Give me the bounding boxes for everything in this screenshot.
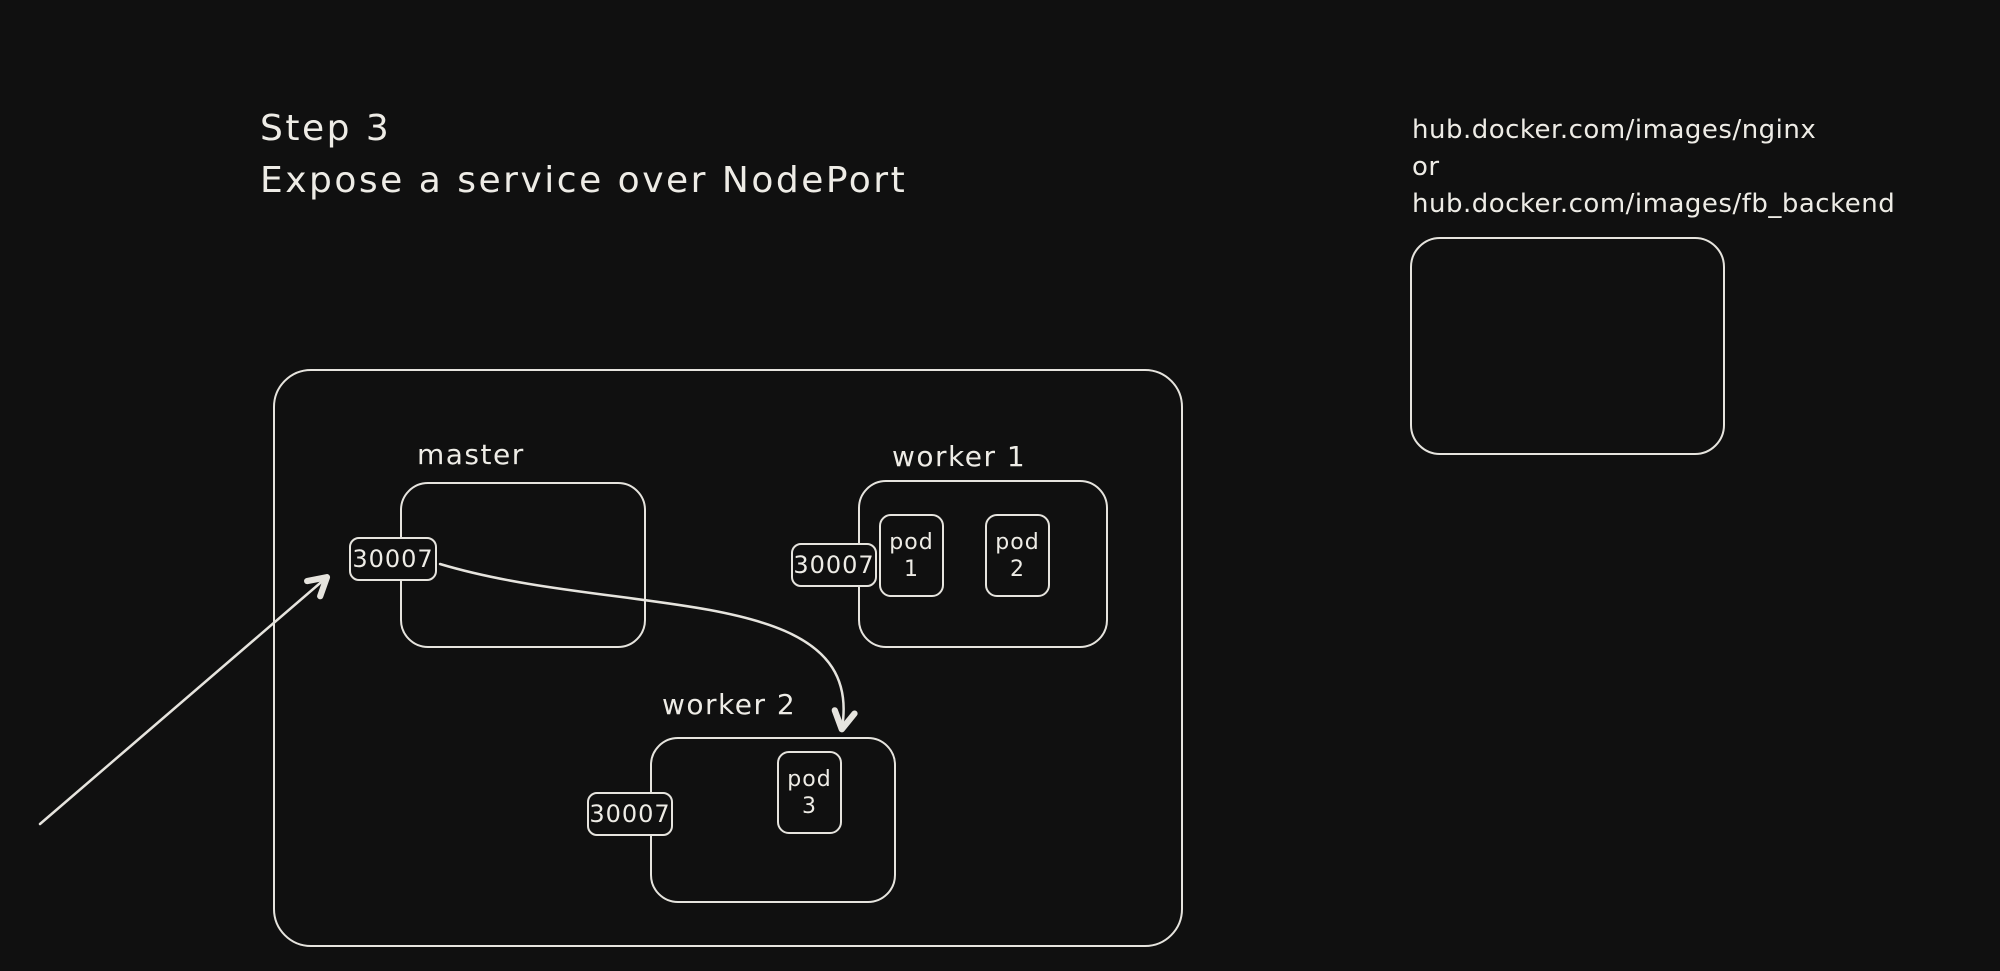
worker1-node-label[interactable]: worker 1 — [892, 440, 1027, 473]
worker2-port-badge[interactable]: 30007 — [587, 792, 673, 836]
pod-3[interactable]: pod 3 — [777, 751, 842, 834]
pod-2-label-line-2: 2 — [1010, 556, 1025, 582]
pod-3-label-line-1: pod — [787, 766, 832, 792]
empty-image-box[interactable] — [1410, 237, 1725, 455]
worker2-port-value: 30007 — [589, 800, 671, 828]
note-line-1: hub.docker.com/images/nginx — [1412, 115, 1817, 145]
pod-1-label-line-1: pod — [889, 529, 934, 555]
master-node-label[interactable]: master — [417, 438, 525, 471]
pod-1-label-line-2: 1 — [904, 556, 919, 582]
pod-1[interactable]: pod 1 — [879, 514, 944, 597]
worker1-port-badge[interactable]: 30007 — [791, 543, 877, 587]
title-line-1: Step 3 — [260, 108, 392, 149]
note-line-3: hub.docker.com/images/fb_backend — [1412, 189, 1896, 219]
worker1-port-value: 30007 — [793, 551, 875, 579]
master-port-badge[interactable]: 30007 — [349, 537, 437, 581]
docker-images-note[interactable]: hub.docker.com/images/nginx or hub.docke… — [1412, 112, 1895, 223]
worker2-node-label[interactable]: worker 2 — [662, 688, 797, 721]
title-line-2: Expose a service over NodePort — [260, 160, 908, 201]
master-port-value: 30007 — [352, 545, 434, 573]
diagram-title[interactable]: Step 3 Expose a service over NodePort — [260, 103, 907, 207]
pod-2[interactable]: pod 2 — [985, 514, 1050, 597]
pod-3-label-line-2: 3 — [802, 793, 817, 819]
worker2-node-box[interactable] — [650, 737, 896, 903]
pod-2-label-line-1: pod — [995, 529, 1040, 555]
note-line-2: or — [1412, 152, 1440, 182]
